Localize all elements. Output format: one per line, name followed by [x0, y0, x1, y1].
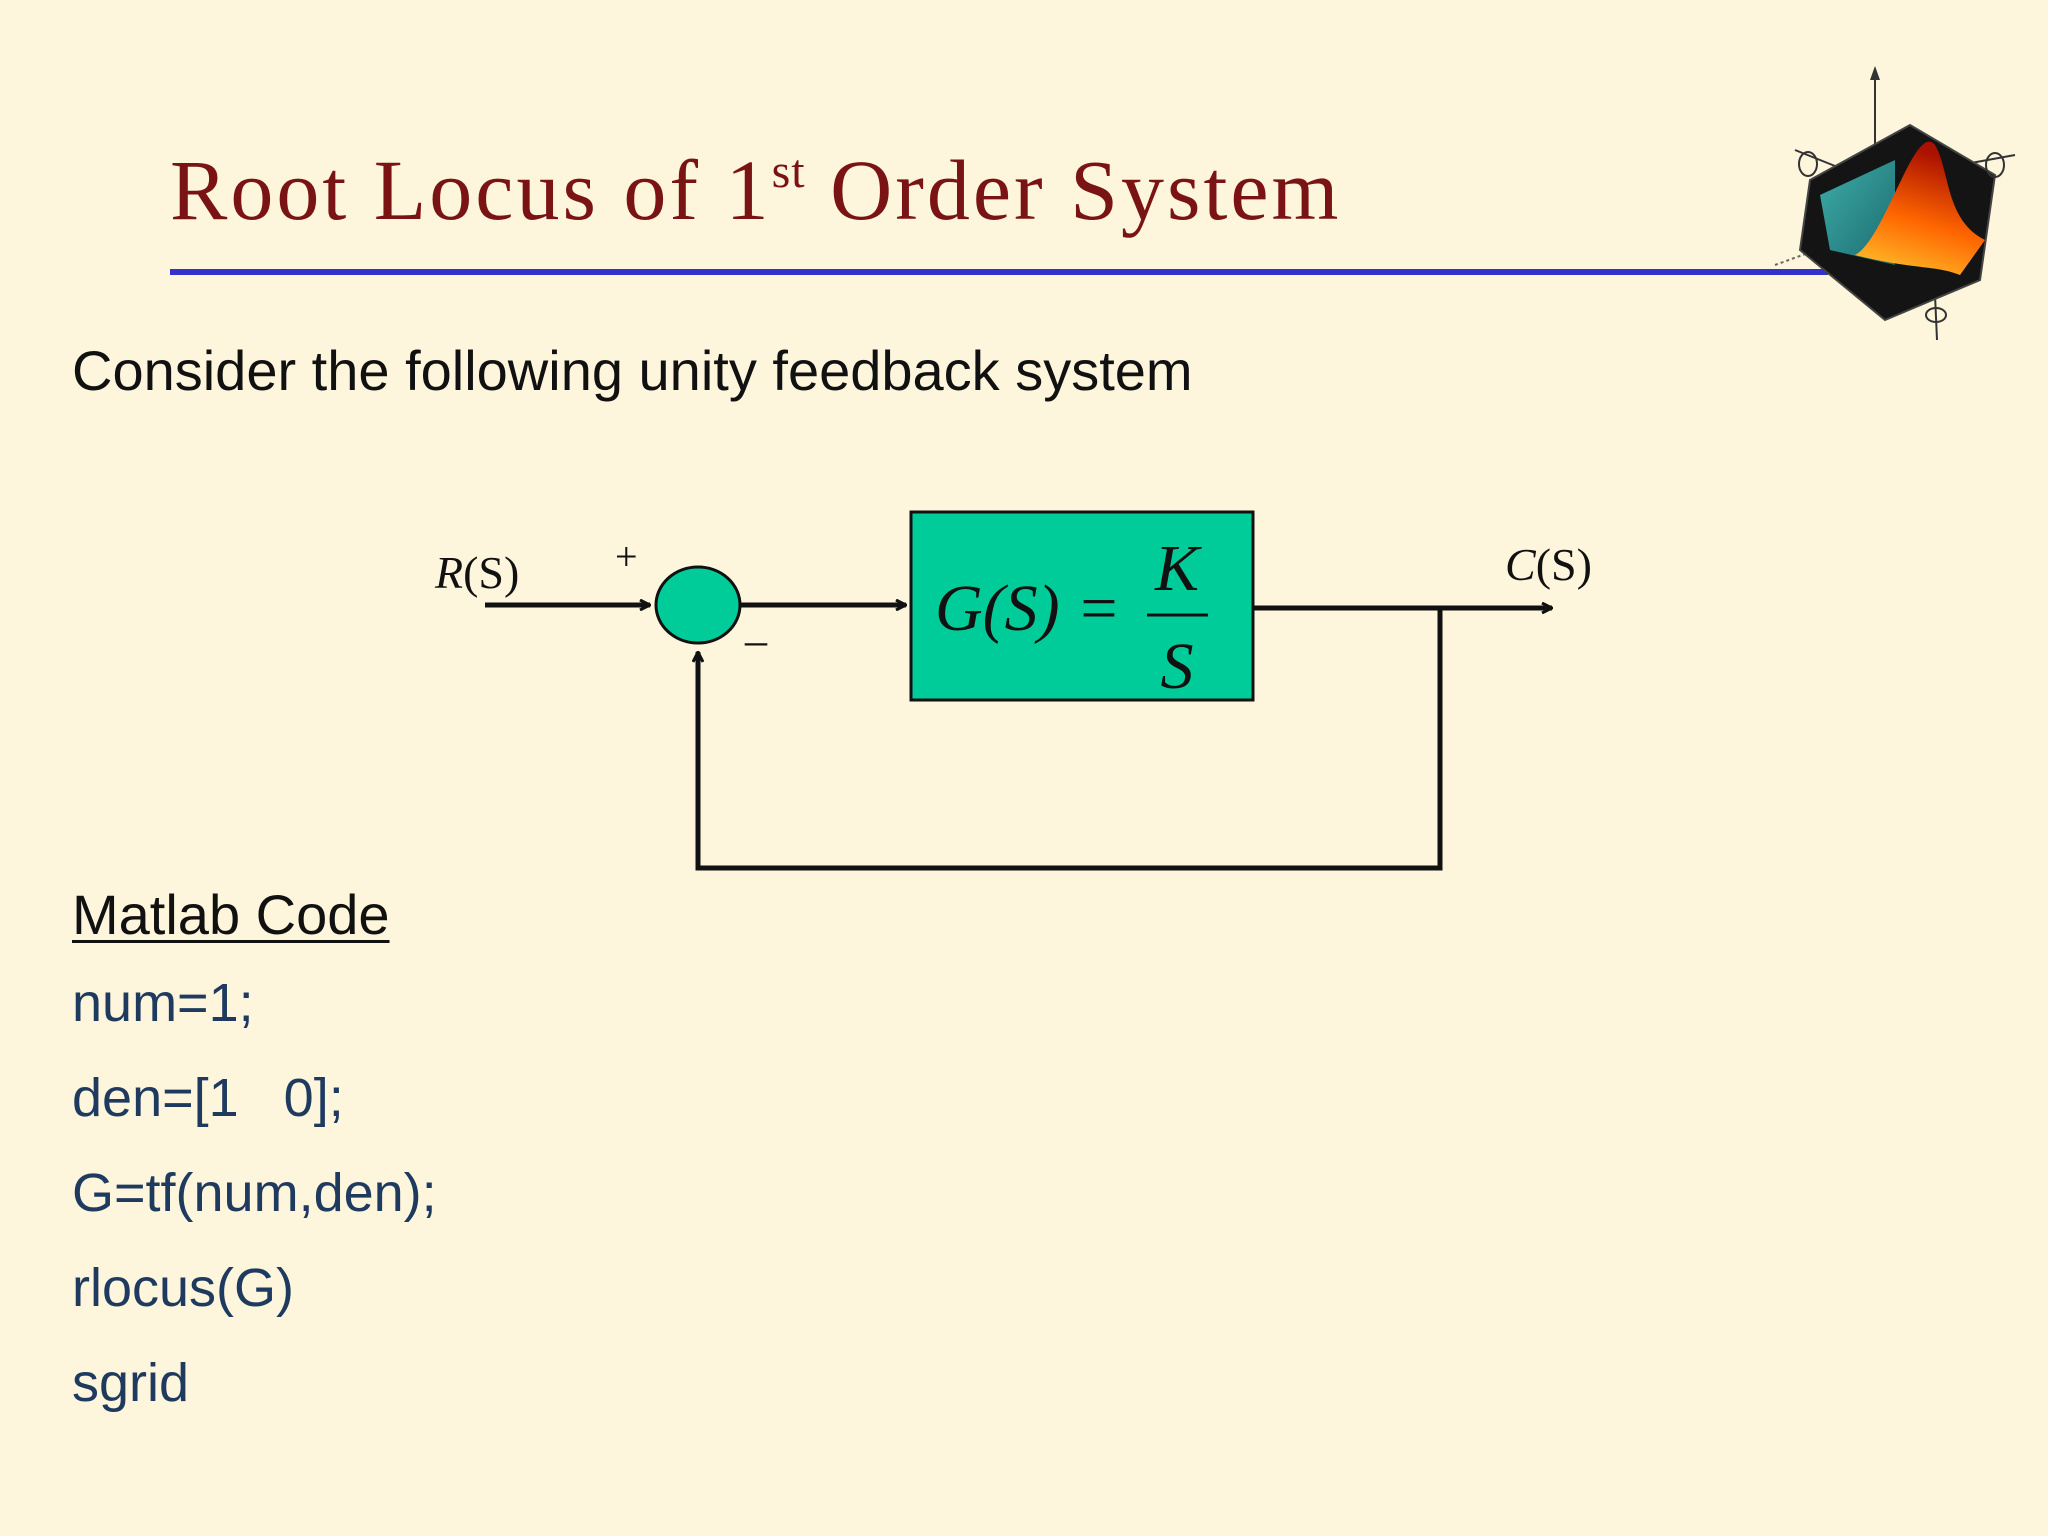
summing-junction: [654, 565, 742, 645]
slide-title: Root Locus of 1st Order System: [170, 140, 1341, 240]
minus-sign: –: [744, 616, 768, 665]
title-main: Root Locus of 1: [170, 142, 772, 238]
plant-block: [909, 510, 1255, 702]
title-superscript: st: [771, 145, 806, 198]
transfer-function-numerator: K: [1154, 532, 1202, 605]
title-underline: [170, 269, 1828, 275]
matlab-logo-icon: [1774, 66, 2016, 341]
code-line: G=tf(num,den);: [72, 1163, 437, 1223]
code-line: rlocus(G): [72, 1258, 295, 1318]
code-line: num=1;: [72, 973, 254, 1033]
output-label: C(S): [1505, 539, 1592, 590]
input-label: R(S): [434, 547, 519, 598]
transfer-function-lhs: G(S) =: [935, 572, 1121, 645]
title-rest: Order System: [805, 142, 1342, 238]
code-heading: Matlab Code: [72, 883, 390, 946]
code-line: sgrid: [72, 1353, 190, 1413]
code-line: den=[1 0];: [72, 1068, 344, 1128]
transfer-function-denominator: S: [1161, 630, 1194, 703]
feedback-path: [698, 608, 1443, 871]
intro-text: Consider the following unity feedback sy…: [72, 339, 1193, 402]
plus-sign: +: [615, 534, 638, 579]
